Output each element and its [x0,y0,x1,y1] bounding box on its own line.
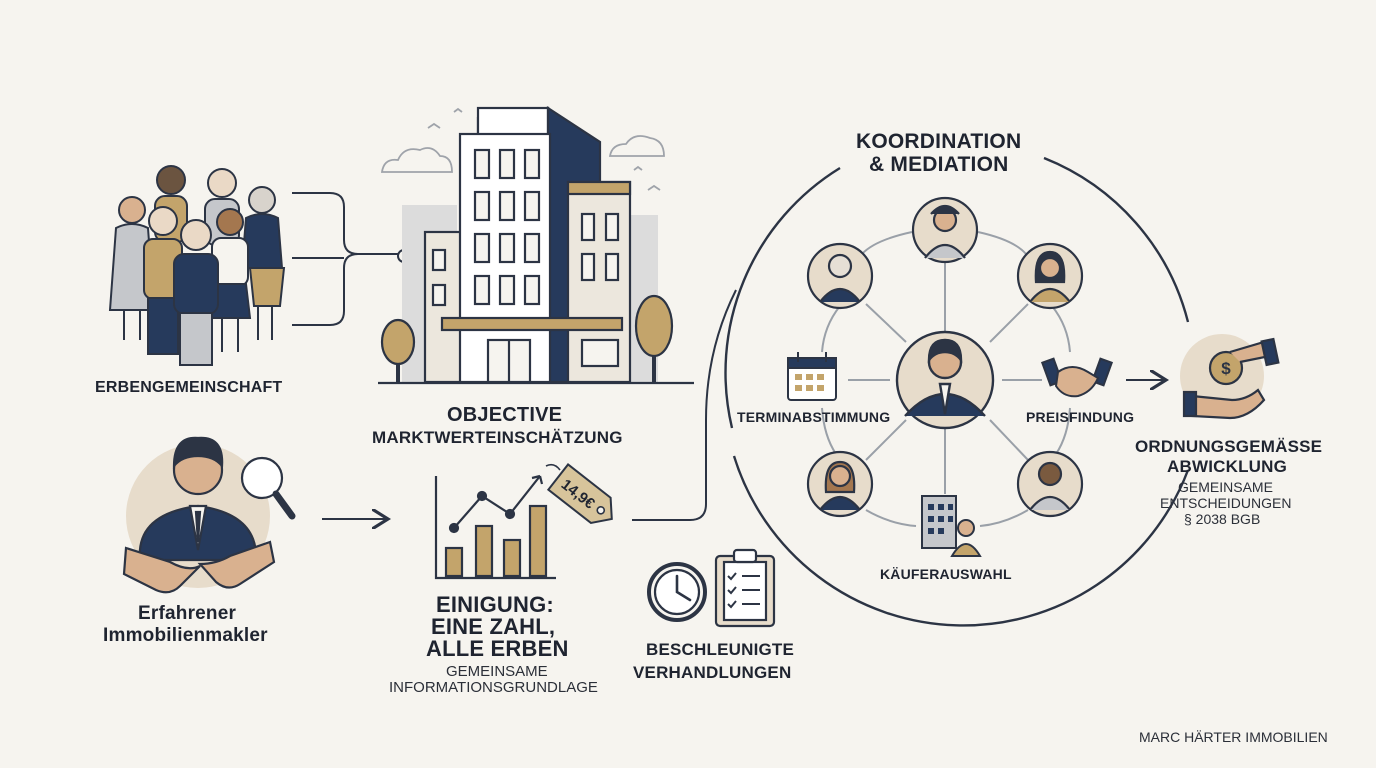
person-avatar-top-right [1016,242,1084,310]
agent-handshake-icon [122,436,296,594]
label-abwicklung-sub-1: GEMEINSAME [1178,479,1273,495]
handshake-icon [1040,357,1114,398]
calendar-icon [787,352,837,401]
label-abwicklung-sub-2: ENTSCHEIDUNGEN [1160,495,1292,511]
price-tag-icon: 14,9€ [546,463,613,524]
family-group-icon [108,165,286,366]
cloud-icon [380,107,665,191]
label-einigung-1: EINIGUNG: [436,592,554,617]
mediation-outer-ring [724,156,1190,627]
svg-text:$: $ [1221,359,1231,378]
label-einigung-sub-1: GEMEINSAME [446,663,548,680]
person-avatar-bottom-left [806,450,874,518]
label-einigung-3: ALLE ERBEN [426,636,569,661]
label-abwicklung-2: ABWICKLUNG [1167,457,1288,476]
label-einigung-2: EINE ZAHL, [431,614,556,639]
mediation-spokes [821,231,1071,527]
bar-chart-icon [434,474,556,580]
building-icon [378,105,694,385]
person-avatar-top [911,196,979,264]
person-avatar-top-left [806,242,874,310]
label-abwicklung-sub-3: § 2038 BGB [1184,511,1261,527]
checklist-icon [714,548,776,628]
label-abwicklung-1: ORDNUNGSGEMÄSSE [1135,437,1323,456]
label-beschleunigte-1: BESCHLEUNIGTE [646,640,795,659]
label-erbengemeinschaft: ERBENGEMEINSCHAFT [95,379,283,396]
label-beschleunigte-2: VERHANDLUNGEN [633,663,792,682]
label-kaeuferauswahl: KÄUFERAUSWAHL [880,566,1012,582]
label-objective-2: MARKTWERTEINSCHÄTZUNG [372,428,623,447]
buyer-building-icon [921,495,982,557]
label-makler-1: Erfahrener [138,603,237,624]
label-preisfindung: PREISFINDUNG [1026,409,1135,425]
clock-icon [647,562,707,622]
money-hand-icon: $ [1180,334,1280,420]
mediator-avatar [895,330,995,430]
label-makler-2: Immobilienmakler [103,625,268,646]
label-koordination-1: KOORDINATION [856,130,1022,153]
connector-chart-to-circle [632,289,737,521]
label-objective-1: OBJECTIVE [447,404,563,426]
person-avatar-bottom-right [1016,450,1084,518]
bracket-connector [292,192,411,326]
brand-footer: MARC HÄRTER IMMOBILIEN [1139,729,1328,745]
label-einigung-sub-2: INFORMATIONSGRUNDLAGE [389,679,598,696]
label-koordination-2: & MEDIATION [869,153,1009,176]
label-terminabstimmung: TERMINABSTIMMUNG [737,409,891,425]
